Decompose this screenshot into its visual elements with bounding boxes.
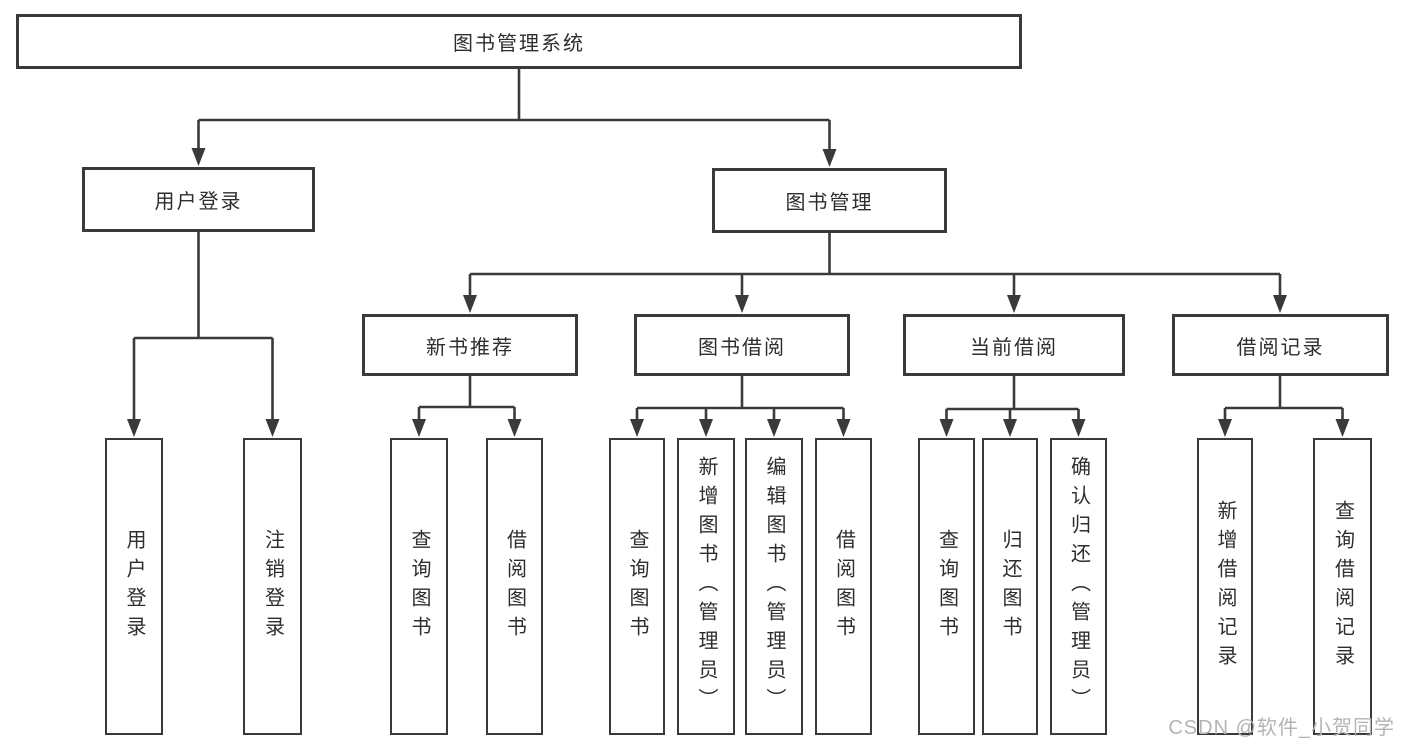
node-label: 新书推荐 xyxy=(426,336,514,359)
leaf-current-return-books: 归还图书 xyxy=(982,438,1038,735)
node-borrowing-records: 借阅记录 xyxy=(1172,314,1389,376)
leaf-label: 查询图书 xyxy=(626,528,648,645)
leaf-label: 新增图书（管理员） xyxy=(695,456,717,717)
node-book-management: 图书管理 xyxy=(712,168,947,233)
tree-edges xyxy=(132,69,1344,423)
leaf-logout: 注销登录 xyxy=(243,438,302,735)
node-current-borrowing: 当前借阅 xyxy=(903,314,1125,376)
node-user-login: 用户登录 xyxy=(82,167,315,232)
leaf-label: 查询图书 xyxy=(408,528,430,645)
node-label: 图书管理 xyxy=(785,192,874,214)
leaf-label: 借阅图书 xyxy=(832,528,855,645)
leaf-label: 注销登录 xyxy=(261,528,284,645)
node-new-book-recommendation: 新书推荐 xyxy=(362,314,578,376)
leaf-borrow-borrow-books: 借阅图书 xyxy=(815,438,872,735)
leaf-records-query-record: 查询借阅记录 xyxy=(1313,438,1372,735)
node-label: 用户登录 xyxy=(154,191,243,213)
leaf-newbooks-borrow-books: 借阅图书 xyxy=(486,438,543,735)
leaf-borrow-edit-books-admin: 编辑图书（管理员） xyxy=(745,438,803,735)
leaf-current-query-books: 查询图书 xyxy=(918,438,975,735)
node-label: 图书管理系统 xyxy=(453,33,585,55)
node-book-borrowing: 图书借阅 xyxy=(634,314,850,376)
leaf-borrow-add-books-admin: 新增图书（管理员） xyxy=(677,438,735,735)
leaf-borrow-query-books: 查询图书 xyxy=(609,438,665,735)
leaf-label: 新增借阅记录 xyxy=(1214,499,1236,674)
leaf-label: 查询借阅记录 xyxy=(1331,499,1354,674)
node-label: 图书借阅 xyxy=(698,336,786,359)
leaf-current-confirm-return-admin: 确认归还（管理员） xyxy=(1050,438,1107,735)
node-label: 借阅记录 xyxy=(1236,336,1325,359)
leaf-label: 查询图书 xyxy=(935,528,958,645)
csdn-watermark: CSDN @软件_小贺同学 xyxy=(1168,717,1395,739)
leaf-label: 编辑图书（管理员） xyxy=(763,456,785,717)
leaf-user-login: 用户登录 xyxy=(105,438,163,735)
node-label: 当前借阅 xyxy=(970,336,1058,359)
leaf-label: 确认归还（管理员） xyxy=(1067,456,1090,717)
leaf-label: 归还图书 xyxy=(999,528,1021,645)
leaf-newbooks-query-books: 查询图书 xyxy=(390,438,448,735)
node-library-system: 图书管理系统 xyxy=(16,14,1022,69)
leaf-label: 用户登录 xyxy=(123,528,145,645)
leaf-label: 借阅图书 xyxy=(503,528,526,645)
leaf-records-add-record: 新增借阅记录 xyxy=(1197,438,1253,735)
